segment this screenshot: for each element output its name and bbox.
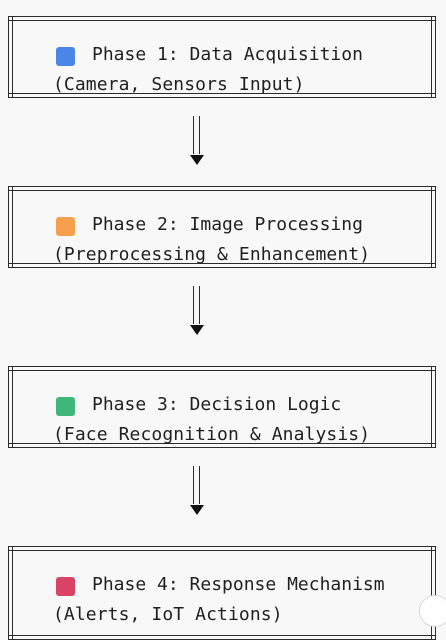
connector-3-4 — [190, 466, 204, 518]
phase-4-left-border — [8, 546, 13, 640]
phase-1-left-border — [8, 16, 13, 98]
connector-2-3 — [190, 286, 204, 338]
phase-3-color-square-icon — [56, 397, 75, 416]
connector-3-4-line — [193, 466, 200, 504]
phase-3-right-border — [431, 366, 436, 448]
phase-1-title: Phase 1: Data Acquisition — [92, 44, 363, 65]
phase-4-box: Phase 4: Response Mechanism (Alerts, IoT… — [8, 546, 446, 640]
phase-2-right-border — [431, 186, 436, 268]
phase-2-left-border — [8, 186, 13, 268]
phase-4-right-border — [431, 546, 436, 640]
phase-2-color-square-icon — [56, 217, 75, 236]
phase-3-box: Phase 3: Decision Logic (Face Recognitio… — [8, 366, 436, 448]
phase-2-box: Phase 2: Image Processing (Preprocessing… — [8, 186, 436, 268]
connector-1-2-arrow-icon — [190, 155, 204, 165]
phase-1-color-square-icon — [56, 47, 75, 66]
connector-1-2 — [190, 116, 204, 168]
phase-3-left-border — [8, 366, 13, 448]
phase-1-box: Phase 1: Data Acquisition (Camera, Senso… — [8, 16, 436, 98]
phase-1-subtitle: (Camera, Sensors Input) — [53, 74, 305, 95]
connector-1-2-line — [193, 116, 200, 154]
phase-1-right-border — [431, 16, 436, 98]
phase-3-title: Phase 3: Decision Logic — [92, 394, 342, 415]
connector-2-3-arrow-icon — [190, 325, 204, 335]
corner-overlay-button[interactable] — [420, 596, 446, 626]
phase-2-subtitle: (Preprocessing & Enhancement) — [53, 244, 371, 265]
phase-2-title: Phase 2: Image Processing — [92, 214, 363, 235]
connector-2-3-line — [193, 286, 200, 324]
connector-3-4-arrow-icon — [190, 505, 204, 515]
phase-4-title: Phase 4: Response Mechanism — [92, 574, 385, 595]
phase-4-color-square-icon — [56, 577, 75, 596]
phase-3-subtitle: (Face Recognition & Analysis) — [53, 424, 371, 445]
phase-4-subtitle: (Alerts, IoT Actions) — [53, 604, 283, 625]
